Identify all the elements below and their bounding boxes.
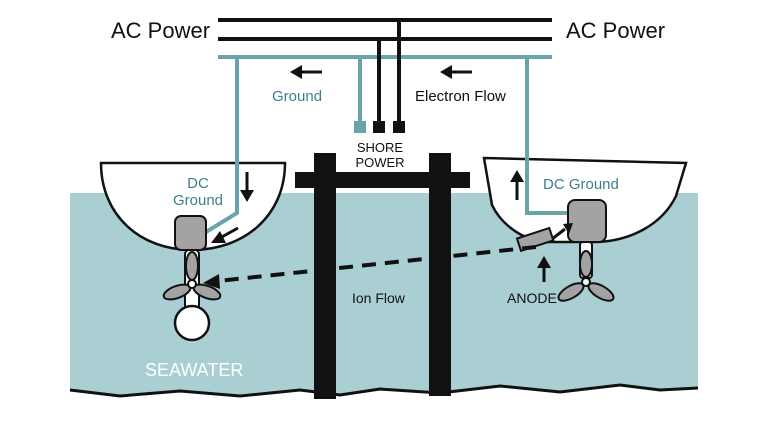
anode-label: ANODE	[507, 290, 557, 306]
right-dc-ground-label: DC Ground	[543, 176, 619, 193]
left-engine	[174, 215, 207, 251]
shore-terminal-ground	[354, 121, 366, 133]
ion-flow-path	[217, 245, 537, 283]
ac-power-left-label: AC Power	[111, 18, 210, 43]
right-prop-hub	[581, 277, 591, 287]
ion-flow-arrowhead	[203, 274, 220, 289]
ground-label: Ground	[272, 88, 322, 105]
seabed-line	[69, 383, 699, 398]
left-dc-ground-down-arrow-icon	[240, 172, 254, 202]
left-prop-blade-1	[185, 251, 199, 281]
dock-deck	[295, 172, 470, 188]
anode-up-arrow-icon	[537, 256, 551, 282]
ground-arrow-icon	[290, 65, 322, 79]
right-prop-blade-1	[579, 250, 593, 278]
anode	[515, 226, 555, 253]
left-ground-wire	[204, 57, 239, 234]
ac-power-right-label: AC Power	[566, 18, 665, 43]
electron-flow-arrow-icon	[440, 65, 472, 79]
shore-terminal-hot	[373, 121, 385, 133]
right-ground-wire	[525, 57, 572, 215]
shore-power-label-line2: POWER	[355, 155, 404, 170]
electron-flow-label: Electron Flow	[415, 88, 506, 105]
right-engine	[567, 199, 607, 243]
seawater-label: SEAWATER	[145, 360, 243, 380]
dock-post-left	[314, 153, 336, 399]
left-rudder-float	[173, 304, 211, 342]
ion-flow-label: Ion Flow	[352, 290, 406, 306]
shore-power-label-line1: SHORE	[357, 140, 404, 155]
shore-terminal-neutral	[393, 121, 405, 133]
right-engine-arrow-icon	[551, 223, 573, 241]
right-dc-ground-up-arrow-icon	[510, 170, 524, 200]
left-prop-hub	[187, 279, 197, 289]
left-dc-ground-label-line1: DC	[187, 175, 209, 192]
left-dc-ground-label-line2: Ground	[173, 192, 223, 209]
dock-post-right	[429, 153, 451, 396]
left-engine-arrow-icon	[211, 226, 239, 243]
